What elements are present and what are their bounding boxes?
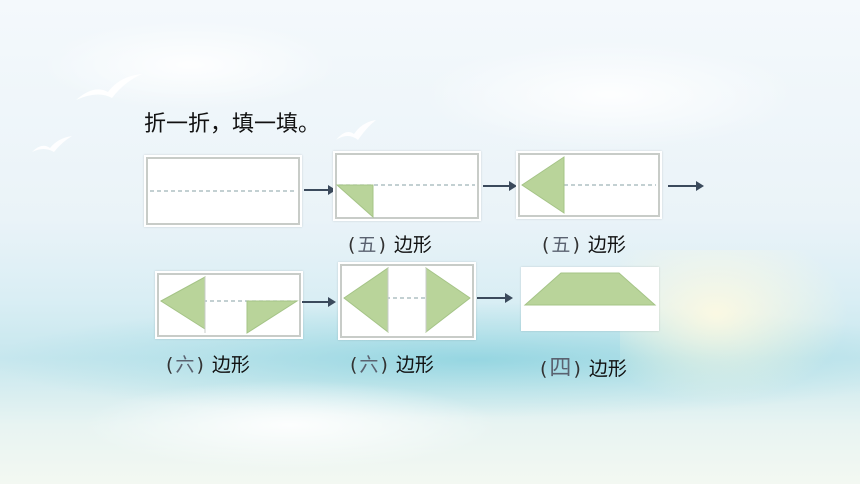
arrow-icon <box>304 185 336 195</box>
paper-step-1 <box>144 155 302 227</box>
answer-label: (五)边形 <box>348 234 432 256</box>
sun-glow <box>620 250 860 410</box>
answer-label: (六)边形 <box>350 354 434 376</box>
paper-step-2 <box>333 151 481 221</box>
answer-label: (四)边形 <box>540 356 627 381</box>
answer-label: (六)边形 <box>166 354 250 376</box>
instruction-text: 折一折，填一填。 <box>144 112 321 137</box>
answer-value: 四 <box>549 356 572 381</box>
paper-step-3 <box>516 151 662 219</box>
seagull-icon <box>32 136 72 152</box>
answer-value: 五 <box>357 234 377 256</box>
arrow-icon <box>483 181 517 191</box>
cloud <box>420 40 800 150</box>
cloud <box>80 380 500 470</box>
seagull-icon <box>336 120 376 140</box>
answer-value: 六 <box>175 354 195 376</box>
seagull-icon <box>76 74 142 100</box>
paper-step-4 <box>155 271 303 339</box>
answer-value: 五 <box>551 234 571 256</box>
answer-label: (五)边形 <box>542 234 626 256</box>
paper-step-5 <box>338 262 476 340</box>
paper-step-6 <box>521 267 659 331</box>
arrow-icon <box>668 181 704 191</box>
arrow-icon <box>477 293 513 303</box>
answer-value: 六 <box>359 354 379 376</box>
arrow-icon <box>302 297 336 307</box>
